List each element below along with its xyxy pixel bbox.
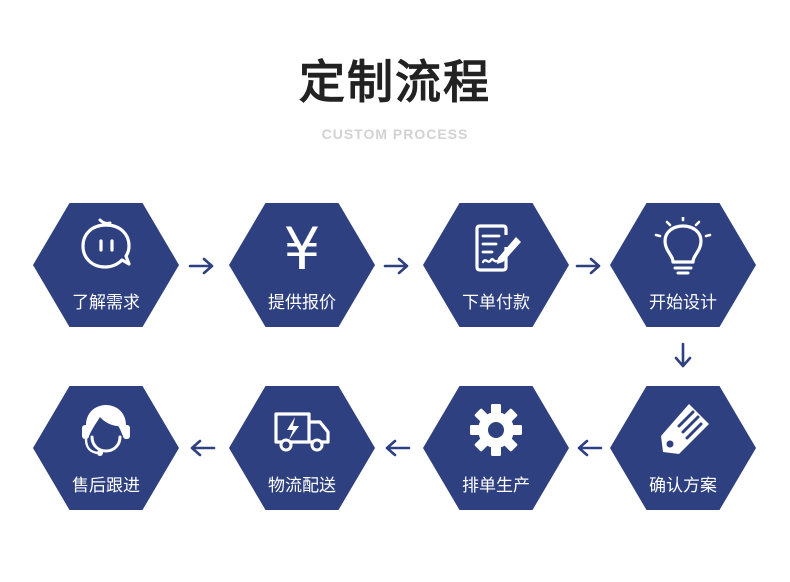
yen-icon: ¥ bbox=[272, 217, 332, 277]
delivery-truck-icon bbox=[272, 400, 332, 460]
step-start-design: 开始设计 bbox=[610, 203, 756, 327]
page-subtitle: CUSTOM PROCESS bbox=[321, 126, 469, 142]
step-label: 物流配送 bbox=[268, 476, 336, 496]
chat-bubble-face-icon bbox=[76, 217, 136, 277]
step-label: 提供报价 bbox=[268, 293, 336, 313]
step-schedule-production: 排单生产 bbox=[423, 386, 569, 510]
step-label: 售后跟进 bbox=[72, 476, 140, 496]
step-label: 下单付款 bbox=[462, 293, 530, 313]
lightbulb-icon bbox=[653, 217, 713, 277]
step-label: 排单生产 bbox=[462, 476, 530, 496]
page-title: 定制流程 bbox=[299, 55, 491, 109]
tag-pen-icon bbox=[653, 400, 713, 460]
step-confirm-plan: 确认方案 bbox=[610, 386, 756, 510]
arrow-down-icon bbox=[673, 342, 693, 370]
step-order-payment: 下单付款 bbox=[423, 203, 569, 327]
arrow-left-icon bbox=[575, 438, 603, 458]
arrow-right-icon bbox=[383, 256, 411, 276]
arrow-right-icon bbox=[575, 256, 603, 276]
step-provide-quote: ¥ 提供报价 bbox=[229, 203, 375, 327]
step-label: 了解需求 bbox=[72, 293, 140, 313]
step-understand-needs: 了解需求 bbox=[33, 203, 179, 327]
headset-support-icon bbox=[76, 400, 136, 460]
step-label: 开始设计 bbox=[649, 293, 717, 313]
arrow-left-icon bbox=[188, 438, 216, 458]
arrow-right-icon bbox=[188, 256, 216, 276]
step-logistics-delivery: 物流配送 bbox=[229, 386, 375, 510]
svg-text:¥: ¥ bbox=[284, 217, 321, 277]
step-after-sales: 售后跟进 bbox=[33, 386, 179, 510]
step-label: 确认方案 bbox=[649, 476, 717, 496]
arrow-left-icon bbox=[383, 438, 411, 458]
document-sign-icon bbox=[466, 217, 526, 277]
gear-icon bbox=[466, 400, 526, 460]
